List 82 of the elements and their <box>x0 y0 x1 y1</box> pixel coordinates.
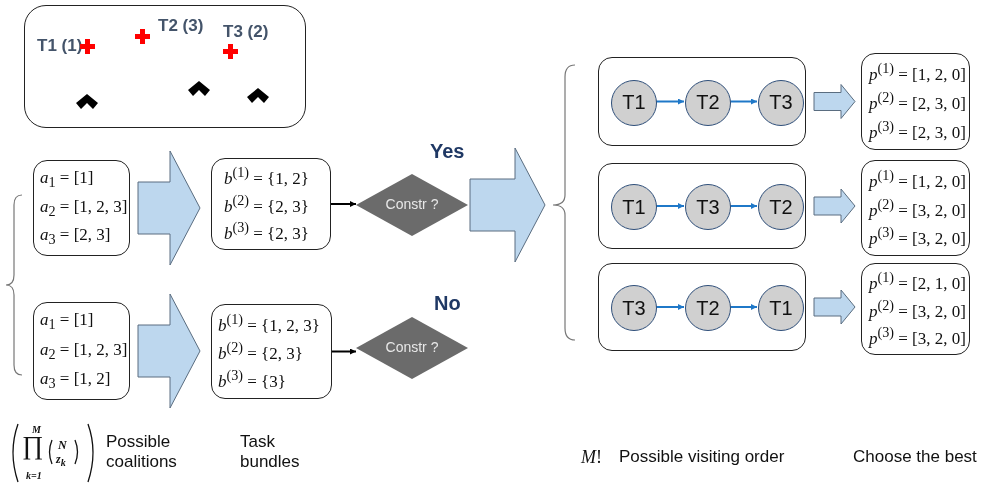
formula-text: b$^{(2)}$ = {2, 3} <box>218 339 303 364</box>
block-arrow <box>813 188 856 224</box>
formula-box <box>211 158 331 250</box>
task-circle <box>611 79 657 126</box>
arrow <box>729 304 758 310</box>
formula-text: a$_{2}$ = [1, 2, 3] <box>40 196 128 220</box>
formula-text: p$^{(3)}$ = [3, 2, 0] <box>869 324 966 349</box>
task-label: T1 (1) <box>37 36 83 56</box>
formula-text: b$^{(3)}$ = {3} <box>218 367 286 392</box>
arrow <box>729 98 758 105</box>
task-circle <box>611 285 657 331</box>
formula-text: b$^{(3)}$ = {2, 3} <box>224 219 309 244</box>
formula-box <box>211 304 332 399</box>
task-label: T3 <box>696 195 720 219</box>
task-circle <box>685 79 731 126</box>
formula-text: p$^{(1)}$ = [2, 1, 0] <box>869 269 966 294</box>
arrow <box>655 203 685 209</box>
branch-label: Yes <box>430 140 465 163</box>
formula-text: p$^{(1)}$ = [1, 2, 0] <box>869 60 966 85</box>
decision-diamond <box>356 317 468 379</box>
task-label: T3 <box>769 91 793 114</box>
formula-text: p$^{(3)}$ = [3, 2, 0] <box>869 224 966 249</box>
block-arrow <box>813 84 856 119</box>
caption-text: Possible visiting order <box>619 447 785 468</box>
arrow <box>330 201 357 207</box>
block-arrow <box>469 147 546 263</box>
task-circle <box>758 285 804 331</box>
task-label: T1 <box>769 296 793 320</box>
decision-text: Constr ? <box>385 339 439 357</box>
task-label: T3 (2) <box>223 22 269 42</box>
block-arrow <box>813 289 856 325</box>
decision-text: Constr ? <box>385 196 439 214</box>
map-panel <box>24 5 306 128</box>
task-circle <box>611 184 657 230</box>
arrow <box>331 348 357 355</box>
formula-text: a$_{3}$ = [1, 2] <box>40 368 111 392</box>
branch-label: No <box>434 292 461 315</box>
task-label: T2 <box>769 195 793 219</box>
task-label: T1 <box>622 91 646 114</box>
block-arrow <box>137 293 201 409</box>
formula-text: a$_{3}$ = [2, 3] <box>40 225 111 248</box>
formula-text: p$^{(2)}$ = [2, 3, 0] <box>869 89 966 114</box>
formula-text: p$^{(3)}$ = [2, 3, 0] <box>869 118 966 143</box>
caption-text: M <box>32 424 41 436</box>
formula-text: p$^{(2)}$ = [3, 2, 0] <box>869 195 966 221</box>
formula-box <box>861 53 970 150</box>
formula-text: a$_{1}$ = [1] <box>40 310 94 333</box>
formula-text: p$^{(2)}$ = [3, 2, 0] <box>869 296 966 322</box>
formula-box <box>861 160 970 256</box>
formula-text: b$^{(1)}$ = {1, 2} <box>224 164 309 189</box>
formula-box <box>33 302 130 400</box>
caption-text: Task bundles <box>240 432 301 473</box>
formula-text: a$_{2}$ = [1, 2, 3] <box>40 339 128 363</box>
task-circle <box>685 285 731 331</box>
formula-text: b$^{(2)}$ = {2, 3} <box>224 191 309 217</box>
formula-box <box>33 160 130 256</box>
task-circle <box>758 184 804 230</box>
route-box <box>598 57 806 146</box>
route-box <box>598 163 806 249</box>
caption-text: k=1 <box>26 470 42 482</box>
task-label: T2 <box>696 91 720 114</box>
decision-diamond <box>356 174 468 236</box>
formula-text: a$_{1}$ = [1] <box>40 168 94 191</box>
task-label: T2 (3) <box>158 16 204 36</box>
task-circle <box>758 79 804 126</box>
arrow <box>655 304 685 310</box>
caption-text: Possible coalitions <box>106 432 178 473</box>
caption-text: Choose the best <box>853 447 977 468</box>
caption-text: N <box>58 438 67 453</box>
task-label: T3 <box>622 296 646 320</box>
task-label: T1 <box>622 195 646 219</box>
task-label: T2 <box>696 296 720 320</box>
block-arrow <box>137 150 201 266</box>
caption-text: z$_{k}$ <box>56 452 66 470</box>
task-circle <box>685 184 731 230</box>
arrow <box>655 98 685 105</box>
formula-box <box>861 263 970 355</box>
arrow <box>729 203 758 209</box>
formula-text: p$^{(1)}$ = [1, 2, 0] <box>869 167 966 192</box>
caption-text: M! <box>581 447 602 469</box>
formula-text: b$^{(1)}$ = {1, 2, 3} <box>218 311 320 336</box>
route-box <box>598 263 806 351</box>
